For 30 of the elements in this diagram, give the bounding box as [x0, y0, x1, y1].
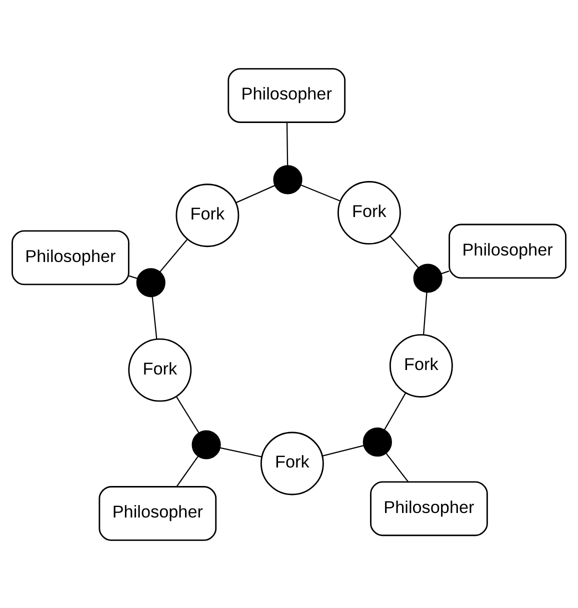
- connector: [422, 292, 428, 334]
- node-circle: [413, 263, 442, 292]
- connector: [160, 238, 188, 272]
- node-circle: Fork: [128, 338, 192, 402]
- node-circle: [192, 430, 221, 459]
- node-circle: Fork: [389, 334, 453, 398]
- connector: [322, 444, 364, 456]
- connector: [384, 392, 406, 430]
- connector: [176, 396, 200, 433]
- node-circle: [273, 164, 302, 194]
- node-box: Philosopher: [370, 480, 488, 536]
- connector: [152, 296, 158, 339]
- connector: [176, 455, 199, 486]
- connector: [286, 122, 288, 166]
- connector: [220, 446, 262, 457]
- node-box: Philosopher: [228, 68, 346, 122]
- connector: [390, 235, 419, 268]
- node-circle: [136, 268, 166, 297]
- node-box: Philosopher: [98, 486, 217, 540]
- node-circle: Fork: [176, 183, 240, 247]
- node-box: Philosopher: [448, 223, 566, 278]
- connector: [300, 184, 340, 202]
- connector: [236, 184, 276, 203]
- connector: [385, 452, 409, 482]
- connector: [128, 274, 138, 279]
- connector: [440, 270, 450, 274]
- node-box: Philosopher: [12, 230, 130, 285]
- node-circle: [362, 427, 392, 456]
- node-circle: Fork: [337, 180, 401, 244]
- node-circle: Fork: [260, 431, 324, 495]
